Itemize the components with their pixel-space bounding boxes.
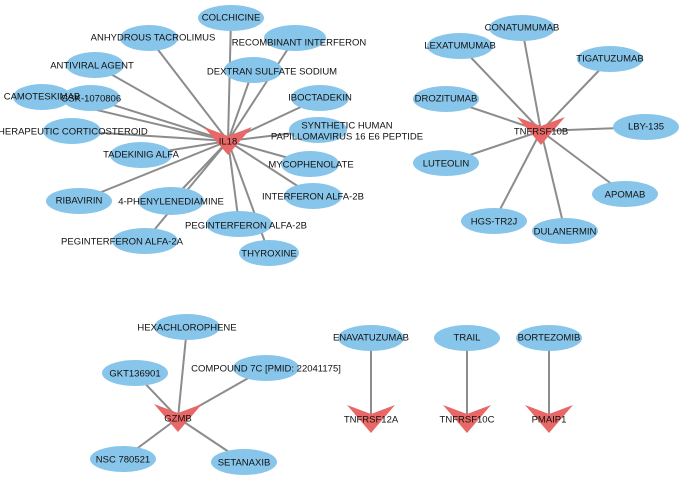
- drug-label-lby-135: LBY-135: [628, 122, 664, 133]
- drug-label-setanaxib: SETANAXIB: [218, 458, 271, 469]
- drug-label-tadekinig-alfa: TADEKINIG ALFA: [103, 150, 180, 161]
- drug-label-enavatuzumab: ENAVATUZUMAB: [333, 333, 409, 344]
- drug-node-anhydrous-tacrolimus[interactable]: [120, 25, 178, 51]
- drug-label-peginterferon-alfa-2b: PEGINTERFERON ALFA-2B: [185, 221, 307, 232]
- drug-label-luteolin: LUTEOLIN: [423, 159, 470, 170]
- drug-node-conatumumab[interactable]: [489, 15, 555, 41]
- drug-node-therapeutic-corticosteroid[interactable]: [43, 118, 101, 144]
- drug-label-peginterferon-alfa-2a: PEGINTERFERON ALFA-2A: [61, 237, 184, 248]
- drug-node-ribavirin[interactable]: [46, 188, 112, 214]
- drug-node-lby-135[interactable]: [613, 114, 679, 140]
- drug-label-therapeutic-corticosteroid: THERAPEUTIC CORTICOSTEROID: [0, 127, 148, 138]
- drug-label-mycophenolate: MYCOPHENOLATE: [268, 160, 353, 171]
- edge-dulanermin-tnfrsf10b: [540, 130, 566, 232]
- drug-label-apomab: APOMAB: [605, 190, 646, 201]
- drug-label-anhydrous-tacrolimus: ANHYDROUS TACROLIMUS: [91, 33, 216, 44]
- drug-label-ribavirin: RIBAVIRIN: [56, 196, 103, 207]
- drug-label-hgs-tr2j: HGS-TR2J: [471, 217, 518, 228]
- drug-node-gsk-1070806[interactable]: [62, 85, 120, 111]
- drug-label-interferon-alfa-2b: INTERFERON ALFA-2B: [262, 192, 364, 203]
- drug-label-nsc-780521: NSC 780521: [96, 455, 150, 466]
- drug-node-peginterferon-alfa-2a[interactable]: [112, 228, 178, 254]
- drug-node-thyroxine[interactable]: [239, 240, 299, 266]
- drug-label-conatumumab: CONATUMUMAB: [485, 23, 560, 34]
- gene-label-tnfrsf10b: TNFRSF10B: [514, 127, 568, 138]
- gene-node-tnfrsf12a[interactable]: [347, 405, 395, 433]
- drug-node-recombinant-interferon[interactable]: [264, 25, 326, 51]
- edge-peginterferon-alfa-2b-il18: [227, 140, 240, 225]
- gene-label-il18: IL18: [219, 137, 238, 148]
- drug-label-4-phenylenediamine: 4-PHENYLENEDIAMINE: [118, 197, 224, 208]
- edge-ribavirin-il18: [78, 140, 229, 202]
- labels-layer: COLCHICINE ANHYDROUS TACROLIMUS RECOMBINAN…: [0, 13, 664, 469]
- drug-node-tadekinig-alfa[interactable]: [110, 142, 172, 168]
- drug-node-enavatuzumab[interactable]: [338, 325, 404, 351]
- drug-node-gkt136901[interactable]: [102, 360, 168, 386]
- nodes-layer: [13, 5, 679, 475]
- drug-label-camoteskimab: CAMOTESKIMAB: [4, 92, 81, 103]
- gene-node-gzmb[interactable]: [154, 404, 202, 432]
- drug-label-tigatuzumab: TIGATUZUMAB: [576, 54, 643, 65]
- edge-recombinant-interferon-il18: [227, 37, 296, 142]
- drug-node-compound-7c[interactable]: [233, 355, 299, 381]
- drug-label-gkt136901: GKT136901: [109, 369, 160, 380]
- drug-label-dulanermin: DULANERMIN: [534, 227, 597, 238]
- gene-label-gzmb: GZMB: [164, 414, 191, 425]
- drug-node-bortezomib[interactable]: [516, 325, 582, 351]
- drug-node-antiviral-agent[interactable]: [66, 52, 124, 78]
- drug-node-setanaxib[interactable]: [211, 449, 277, 475]
- gene-node-tnfrsf10b[interactable]: [517, 117, 565, 145]
- drug-label-synthetic-hpv: SYNTHETIC HUMAN: [301, 121, 392, 132]
- gene-node-tnfrsf10c[interactable]: [443, 405, 491, 433]
- drug-label-gsk-1070806: GSK-1070806: [61, 94, 121, 105]
- drug-node-drozitumab[interactable]: [413, 86, 479, 112]
- edge-colchicine-il18: [227, 17, 232, 142]
- drug-label-antiviral-agent: ANTIVIRAL AGENT: [50, 61, 134, 72]
- drug-node-mycophenolate[interactable]: [281, 151, 339, 177]
- drug-label-iboctadekin: IBOCTADEKIN: [288, 93, 352, 104]
- gene-label-pmaip1: PMAIP1: [532, 415, 567, 426]
- drug-node-hgs-tr2j[interactable]: [461, 208, 527, 234]
- gene-label-tnfrsf10c: TNFRSF10C: [440, 415, 495, 426]
- edge-lexatumumab-tnfrsf10b: [459, 45, 542, 132]
- drug-node-camoteskimab[interactable]: [13, 84, 71, 110]
- drug-node-tigatuzumab[interactable]: [577, 46, 643, 72]
- drug-node-synthetic-hpv[interactable]: [289, 117, 347, 143]
- drug-label-thyroxine: THYROXINE: [241, 249, 296, 260]
- drug-node-trail[interactable]: [434, 325, 500, 351]
- drug-node-iboctadekin[interactable]: [291, 85, 349, 111]
- drug-label-dextran-sulfate-sodium: DEXTRAN SULFATE SODIUM: [207, 67, 337, 78]
- drug-label-hexachlorophene: HEXACHLOROPHENE: [137, 323, 236, 334]
- edge-anhydrous-tacrolimus-il18: [148, 37, 229, 142]
- drug-label-lexatumumab: LEXATUMUMAB: [424, 41, 496, 52]
- gene-node-pmaip1[interactable]: [525, 405, 573, 433]
- edge-thyroxine-il18: [227, 140, 270, 254]
- drug-label-recombinant-interferon: RECOMBINANT INTERFERON: [232, 38, 367, 49]
- drug-node-4-phenylenediamine[interactable]: [138, 187, 204, 215]
- drug-label-line2-synthetic-hpv: PAPILLOMAVIRUS 16 E6 PEPTIDE: [271, 132, 423, 143]
- drug-node-apomab[interactable]: [592, 181, 658, 207]
- drug-label-compound-7c: COMPOUND 7C [PMID: 22041175]: [191, 364, 341, 375]
- drug-node-hexachlorophene[interactable]: [154, 314, 220, 340]
- gene-node-il18[interactable]: [204, 127, 252, 155]
- drug-node-lexatumumab[interactable]: [427, 33, 493, 59]
- drug-node-dextran-sulfate-sodium[interactable]: [224, 57, 282, 83]
- drug-label-drozitumab: DROZITUMAB: [415, 94, 478, 105]
- drug-node-dulanermin[interactable]: [532, 218, 598, 244]
- drug-label-trail: TRAIL: [454, 333, 481, 344]
- edge-hgs-tr2j-tnfrsf10b: [493, 130, 542, 222]
- drug-node-peginterferon-alfa-2b[interactable]: [206, 211, 272, 237]
- drug-node-luteolin[interactable]: [413, 150, 479, 176]
- drug-label-colchicine: COLCHICINE: [202, 13, 261, 24]
- drug-node-nsc-780521[interactable]: [90, 446, 156, 472]
- drug-node-colchicine[interactable]: [198, 5, 264, 31]
- drug-label-bortezomib: BORTEZOMIB: [518, 333, 581, 344]
- drug-node-interferon-alfa-2b[interactable]: [284, 183, 342, 209]
- edge-hexachlorophene-gzmb: [177, 326, 188, 419]
- edge-conatumumab-tnfrsf10b: [521, 27, 542, 132]
- gene-label-tnfrsf12a: TNFRSF12A: [344, 415, 399, 426]
